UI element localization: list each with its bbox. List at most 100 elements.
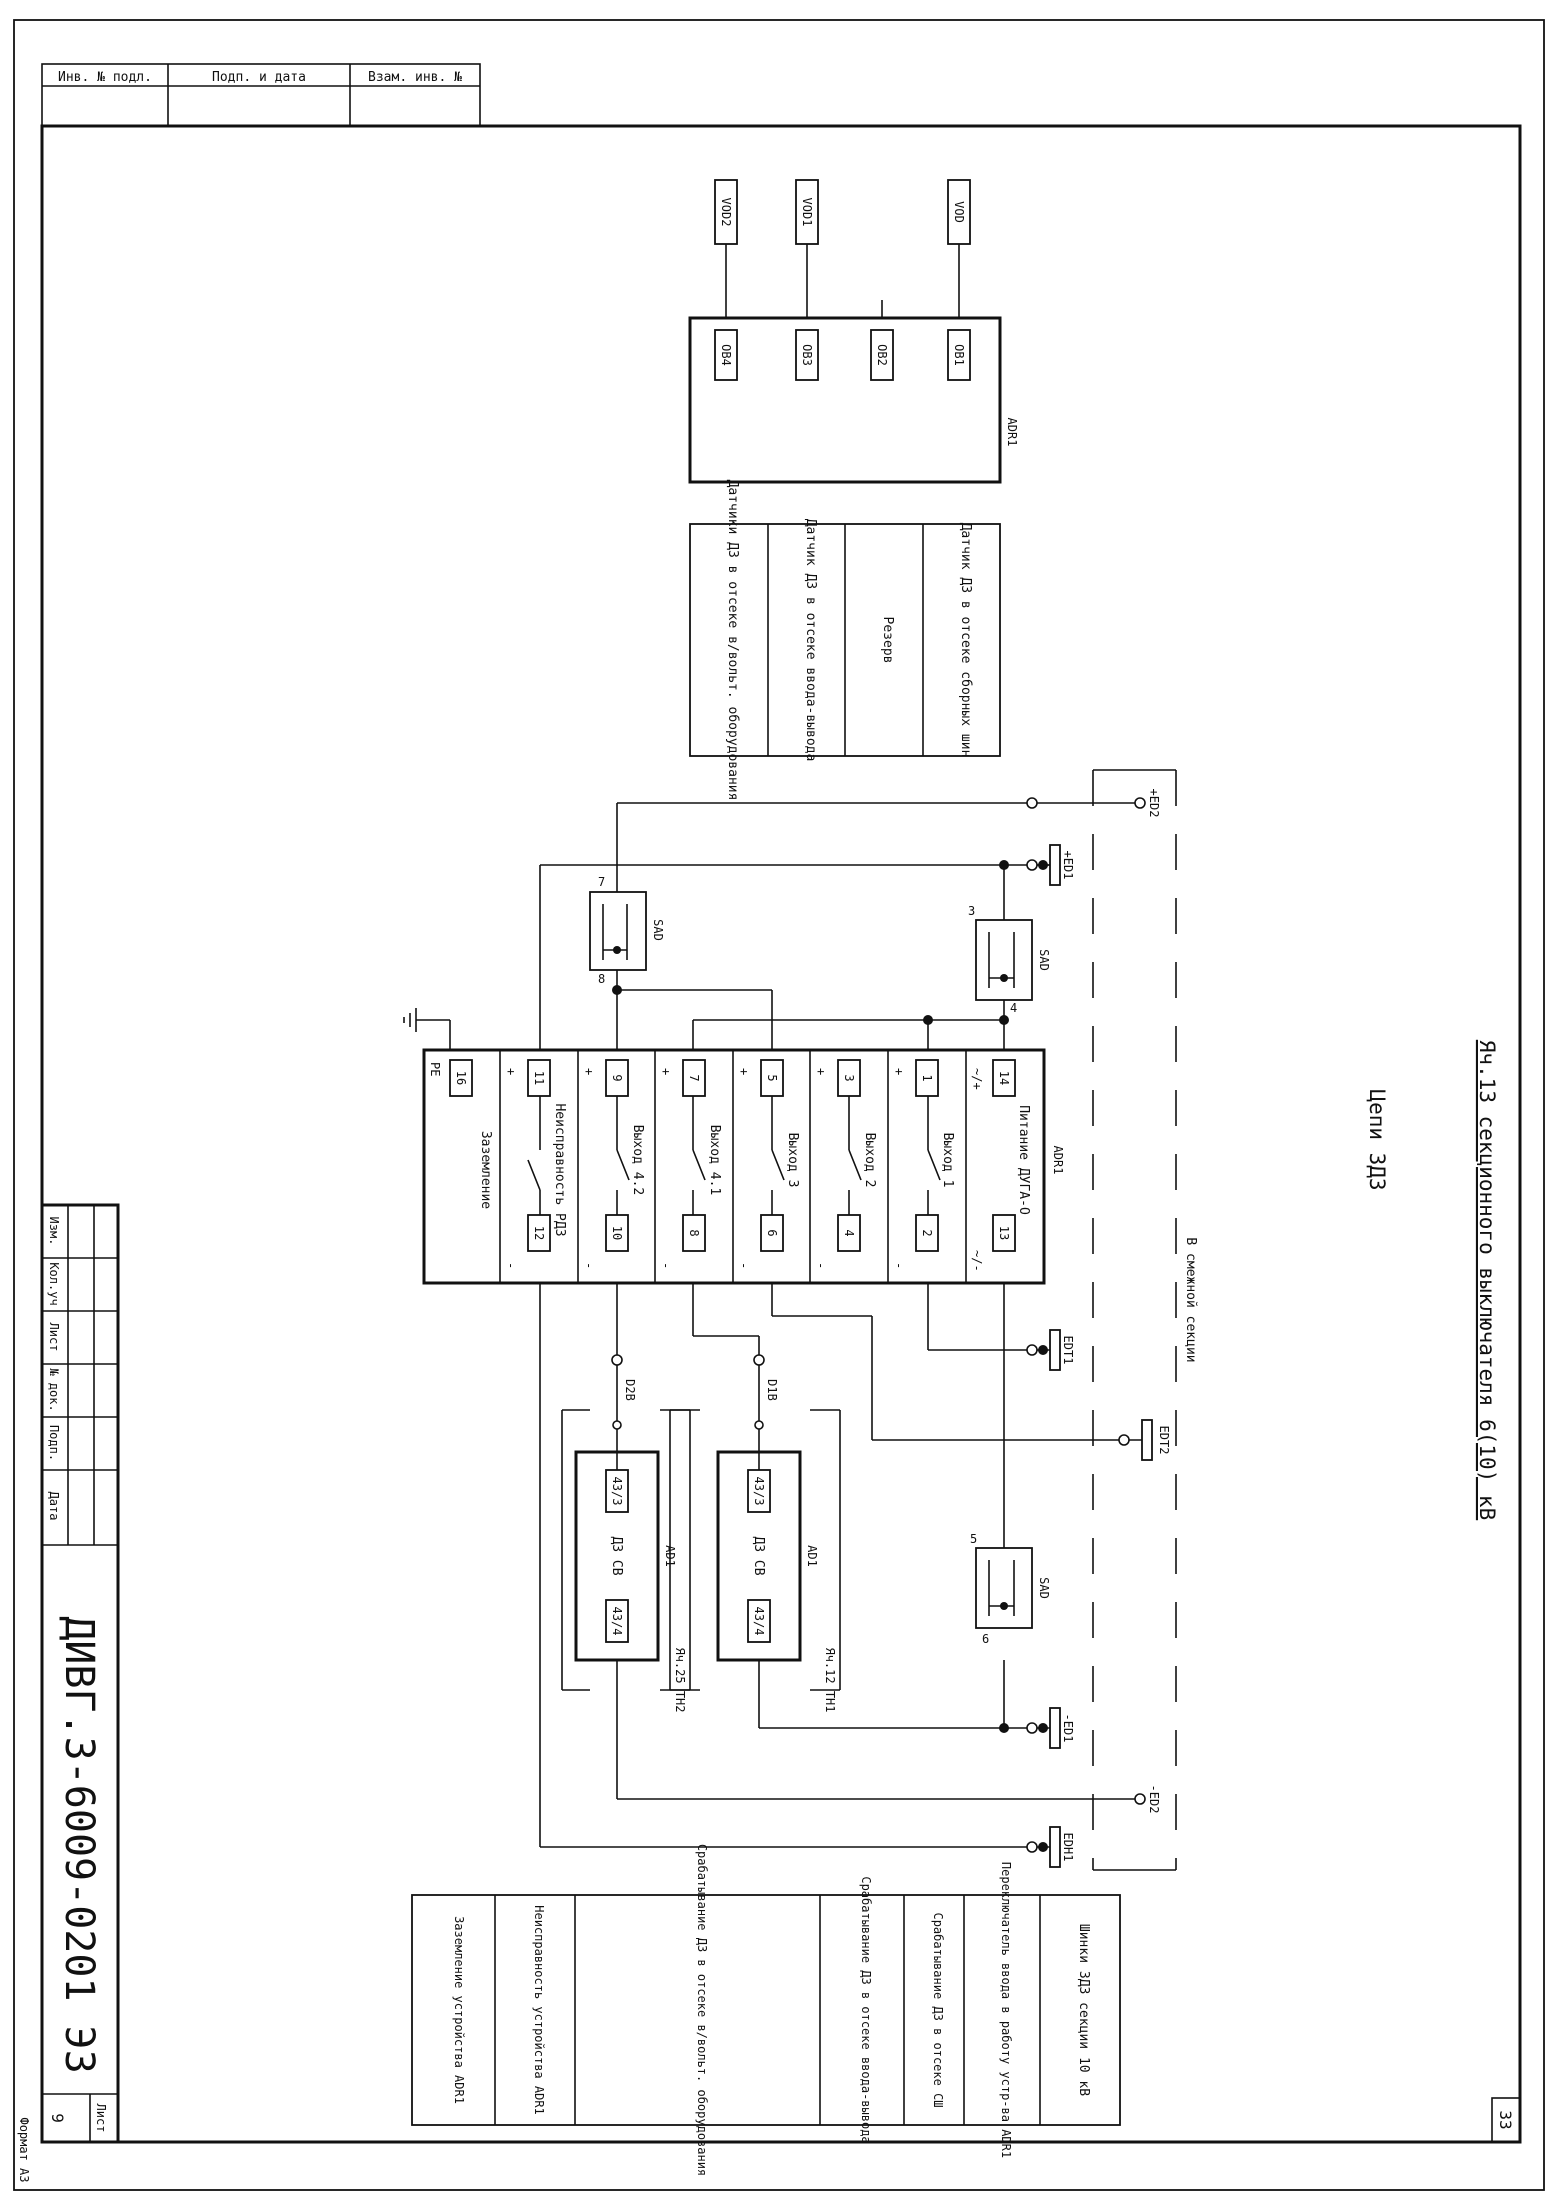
adr-col6-bottom: 12: [532, 1226, 546, 1240]
adr-col4-bottom: 8: [687, 1229, 701, 1236]
bottom-legend-1: Шинки ЗДЗ секции 10 кВ: [1076, 1924, 1091, 2096]
drawing-code: ДИВГ.3-6009-0201 ЭЗ: [56, 1616, 102, 2074]
adr-col5-bottom: 10: [610, 1226, 624, 1240]
page-corner-number: 33: [1496, 2110, 1515, 2129]
sheet-number: 9: [48, 2113, 67, 2123]
title-block: Изм. Кол.уч Лист № док. Подп. Дата ДИВГ.…: [40, 1203, 120, 2144]
sad-upper-name: SAD: [1037, 949, 1051, 971]
adr-top-port-4: OB4: [719, 344, 733, 366]
ad-unit-2-left: 43/3: [610, 1477, 624, 1506]
adr-col0-plus: ~/+: [970, 1068, 984, 1090]
adr-col5-label: Выход 4.2: [630, 1125, 645, 1195]
adjacent-section-dashes: В смежной секции: [1092, 769, 1198, 1871]
tb-col-izm: Изм.: [47, 1217, 61, 1246]
adr-top-box: OB4 OB3 OB2 OB1 ADR1: [688, 316, 1019, 484]
bottom-legend-5: Срабатывание ДЗ в отсеке в/вольт. оборуд…: [695, 1844, 709, 2176]
adr-top-port-2: OB2: [875, 344, 889, 366]
bottom-legend-2: Переключатель ввода в работу устр-ва ADR…: [999, 1862, 1013, 2158]
sad-upper-b: 4: [1010, 1001, 1017, 1015]
sad-switch-lower: SAD 5 6: [970, 1532, 1051, 1646]
adr-col0-label: Питание ДУГА-О: [1016, 1105, 1031, 1215]
adr-col4-plus: +: [659, 1068, 673, 1075]
tb-col-doc: № док.: [47, 1368, 61, 1411]
adr-col1-plus: +: [892, 1068, 906, 1075]
ad-unit-1-name: AD1: [805, 1545, 819, 1567]
adr-col7-label: Заземление: [478, 1131, 493, 1209]
ad-unit-2-center: ДЗ СВ: [609, 1536, 624, 1575]
bus-edt2: EDT2: [1157, 1426, 1171, 1455]
stamp-header: Инв. № подл. Подп. и дата Взам. инв. №: [41, 63, 481, 127]
adr-col5-minus: -: [582, 1262, 596, 1269]
tb-col-kolvo: Кол.уч: [47, 1262, 61, 1305]
ad-unit-1-cell: Яч.12 ТН1: [823, 1647, 837, 1712]
adr-col5-plus: +: [582, 1068, 596, 1075]
sensor-legend-1: Датчик ДЗ в отсеке сборных шин: [958, 523, 973, 758]
bottom-legend-4: Срабатывание ДЗ в отсеке ввода-вывода: [859, 1876, 873, 2143]
vod-label-0: VOD: [952, 201, 966, 223]
ad-unit-1: D1B 43/3 43/4 ДЗ СВ AD1 Яч.12 ТН1: [669, 1354, 841, 1713]
bottom-legend-7: Заземление устройства ADR1: [452, 1916, 466, 2104]
adr-top-port-1: OB1: [952, 344, 966, 366]
bus-ed1-minus: -ED1: [1061, 1714, 1075, 1743]
main-title: Яч.13 секционного выключателя 6(10) кВ: [1475, 1040, 1499, 1520]
format-label: Формат А3: [17, 2117, 31, 2182]
adr-top-name: ADR1: [1005, 418, 1019, 447]
adr-main-name: ADR1: [1051, 1146, 1065, 1175]
bus-edt1: EDT1: [1061, 1336, 1075, 1365]
bottom-legend: Шинки ЗДЗ секции 10 кВ Переключатель вво…: [411, 1844, 1121, 2176]
adr-col2-top: 3: [842, 1074, 856, 1081]
sensor-legend: Датчик ДЗ в отсеке сборных шин Резерв Да…: [689, 480, 1001, 801]
sad-left-name: SAD: [651, 919, 665, 941]
adr-col2-minus: -: [814, 1262, 828, 1269]
vod-label-2: VOD2: [719, 198, 733, 227]
adr-col4-top: 7: [687, 1074, 701, 1081]
adr-col0-top: 14: [997, 1071, 1011, 1085]
adr-col1-bottom: 2: [920, 1229, 934, 1236]
adr-col3-bottom: 6: [765, 1229, 779, 1236]
bottom-legend-6: Неисправность устройства ADR1: [532, 1905, 546, 2115]
sad-lower-a: 5: [970, 1532, 977, 1546]
ad-unit-2-cell: Яч.25 ТН2: [673, 1647, 687, 1712]
ad-unit-1-center: ДЗ СВ: [751, 1536, 766, 1575]
adr-col3-plus: +: [737, 1068, 751, 1075]
bus-edn1: EDH1: [1061, 1833, 1075, 1862]
bus-terminals: +ED1 +ED2 EDT1 EDT2 -ED1 -ED2 EDH1: [1026, 789, 1171, 1868]
adr-col3-label: Выход 3: [785, 1133, 800, 1188]
sensor-legend-4: Датчики ДЗ в отсеке в/вольт. оборудовани…: [725, 480, 740, 801]
adr-main-block: ADR1 14 13 Питание ДУГА-О ~/+ ~/- 1 2 Вы…: [422, 1048, 1065, 1285]
sad-left-b: 8: [598, 972, 605, 986]
ad-unit-1-right: 43/4: [752, 1607, 766, 1636]
bus-ed1-plus: +ED1: [1061, 851, 1075, 880]
adr-col4-label: Выход 4.1: [707, 1125, 722, 1195]
adr-col4-minus: -: [659, 1262, 673, 1269]
stamp-col2: Подп. и дата: [212, 70, 306, 85]
stamp-col3: Взам. инв. №: [368, 70, 462, 85]
sad-lower-name: SAD: [1037, 1577, 1051, 1599]
vod-sensors: VOD2 VOD1 VOD: [714, 179, 971, 318]
ad-unit-2: D2B 43/3 43/4 ДЗ СВ AD1 Яч.25 ТН2: [561, 1354, 691, 1713]
sad-upper-a: 3: [968, 904, 975, 918]
ad-unit-2-dlabel: D2B: [623, 1379, 637, 1401]
ad-unit-2-name: AD1: [663, 1545, 677, 1567]
adr-col1-top: 1: [920, 1074, 934, 1081]
drawing-frame: [40, 124, 1522, 2144]
adr-col6-label: Неисправность РДЗ: [552, 1103, 567, 1236]
tb-col-podp: Подп.: [47, 1425, 61, 1461]
ad-unit-2-right: 43/4: [610, 1607, 624, 1636]
adr-col5-top: 9: [610, 1074, 624, 1081]
adr-col2-label: Выход 2: [862, 1133, 877, 1188]
adr-col1-minus: -: [892, 1262, 906, 1269]
stamp-col1: Инв. № подл.: [58, 70, 152, 85]
vod-label-1: VOD1: [800, 198, 814, 227]
adr-col6-minus: -: [504, 1262, 518, 1269]
adr-col6-top: 11: [532, 1071, 546, 1085]
sad-switch-left: SAD 7 8: [589, 875, 665, 986]
tb-col-date: Дата: [47, 1492, 61, 1521]
adr-col3-minus: -: [737, 1262, 751, 1269]
sad-switch-upper: SAD 3 4: [968, 904, 1051, 1015]
ad-unit-1-left: 43/3: [752, 1477, 766, 1506]
adr-col2-plus: +: [814, 1068, 828, 1075]
sub-title: Цепи ЗДЗ: [1365, 1089, 1389, 1190]
ad-unit-1-dlabel: D1B: [765, 1379, 779, 1401]
adr-col0-bottom: 13: [997, 1226, 1011, 1240]
